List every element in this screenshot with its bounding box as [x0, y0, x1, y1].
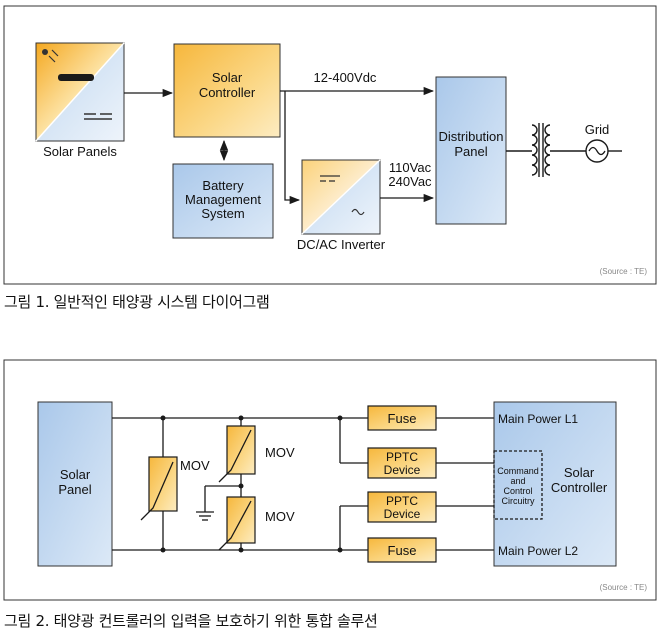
transformer-icon — [506, 123, 586, 177]
figure-1-caption: 그림 1. 일반적인 태양광 시스템 다이어그램 — [4, 293, 270, 311]
figure-1-source: (Source : TE) — [600, 267, 648, 276]
main-power-l2-label: Main Power L2 — [498, 544, 578, 558]
bms-label-line1: Battery — [202, 178, 244, 193]
fuse-top: Fuse — [367, 405, 437, 431]
distribution-panel-node: Distribution Panel — [435, 76, 507, 225]
grid-label: Grid — [585, 122, 610, 137]
pptc-bottom-label-line2: Device — [384, 507, 421, 521]
command-label-line2: and — [510, 476, 525, 486]
command-label-line3: Control — [503, 486, 532, 496]
command-label-line1: Command — [497, 466, 539, 476]
fuse-bottom-label: Fuse — [388, 543, 417, 558]
distribution-label-line1: Distribution — [438, 129, 503, 144]
solar-panel-label-line1: Solar — [60, 467, 91, 482]
figure-2-caption: 그림 2. 태양광 컨트롤러의 입력을 보호하기 위한 통합 솔루션 — [4, 612, 378, 630]
battery-management-node: Battery Management System — [172, 163, 274, 239]
mov-3-label: MOV — [265, 509, 295, 524]
mov-1: MOV — [140, 456, 210, 521]
inverter-label: DC/AC Inverter — [297, 237, 386, 252]
solar-controller-label-line2: Controller — [199, 85, 256, 100]
solar-panel-node: Solar Panel — [37, 401, 113, 567]
solar-panels-label: Solar Panels — [43, 144, 117, 159]
figure-2-source: (Source : TE) — [600, 583, 648, 592]
pptc-top: PPTC Device — [367, 447, 437, 479]
ac-voltage-label-line1: 110Vac — [389, 160, 432, 175]
pptc-top-label-line1: PPTC — [386, 450, 418, 464]
controller-2-label-line2: Controller — [551, 480, 608, 495]
solar-panels-node: Solar Panels — [35, 42, 125, 159]
solar-controller-node-2: Command and Control Circuitry Solar Cont… — [493, 401, 617, 567]
figure-1: Solar Panels Solar Controller Battery Ma… — [3, 5, 657, 285]
grid-icon — [585, 139, 622, 163]
mov-2-label: MOV — [265, 445, 295, 460]
command-circuitry-box — [493, 450, 543, 520]
main-power-l1-label: Main Power L1 — [498, 412, 578, 426]
figure-2: Solar Panel — [3, 359, 657, 601]
distribution-label-line2: Panel — [454, 144, 487, 159]
mov-3: MOV — [218, 496, 295, 551]
arrow-controller-to-inverter — [284, 91, 301, 205]
fuse-bottom: Fuse — [367, 537, 437, 563]
solar-panel-label-line2: Panel — [58, 482, 91, 497]
controller-2-label-line1: Solar — [564, 465, 595, 480]
fuse-top-label: Fuse — [388, 411, 417, 426]
dc-voltage-label: 12-400Vdc — [314, 70, 377, 85]
mov-2: MOV — [218, 425, 295, 483]
bms-label-line3: System — [201, 206, 244, 221]
dc-symbol-icon — [58, 74, 94, 81]
solar-controller-node: Solar Controller — [173, 43, 281, 138]
mov-1-label: MOV — [180, 458, 210, 473]
bms-label-line2: Management — [185, 192, 261, 207]
inverter-node: DC/AC Inverter — [297, 159, 386, 252]
command-label-line4: Circuitry — [502, 496, 535, 506]
ac-wave-icon — [351, 208, 365, 216]
solar-controller-label-line1: Solar — [212, 70, 243, 85]
junction-dots — [160, 415, 343, 553]
pptc-bottom-label-line1: PPTC — [386, 494, 418, 508]
sun-icon — [42, 49, 59, 63]
pptc-bottom: PPTC Device — [367, 491, 437, 523]
pptc-top-label-line2: Device — [384, 463, 421, 477]
ac-voltage-label-line2: 240Vac — [388, 174, 432, 189]
